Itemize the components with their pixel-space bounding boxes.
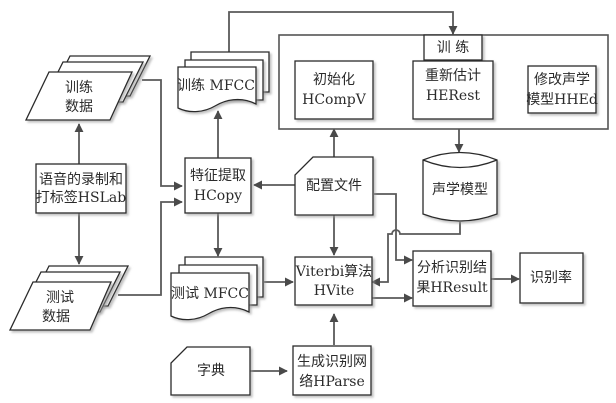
svg-text:训练: 训练 — [65, 80, 93, 96]
node-herest[interactable]: 重新估计 HERest — [412, 60, 494, 120]
svg-text:重新估计: 重新估计 — [425, 68, 481, 84]
node-recog-rate[interactable]: 识别率 — [519, 252, 584, 304]
node-hslab[interactable]: 语音的录制和 打标签HSLab — [35, 163, 127, 214]
edge-test-data-to-hcopy — [118, 197, 183, 296]
svg-text:Viterbi算法: Viterbi算法 — [295, 264, 372, 280]
svg-text:HVite: HVite — [314, 283, 354, 299]
svg-text:声学模型: 声学模型 — [432, 182, 488, 198]
node-hhed[interactable]: 修改声学 模型HHEd — [526, 65, 598, 114]
svg-text:字典: 字典 — [197, 363, 225, 379]
node-config[interactable]: 配置文件 — [294, 156, 374, 216]
training-group-label: 训 练 — [437, 40, 469, 56]
node-hparse[interactable]: 生成识别网 络HParse — [292, 345, 372, 396]
node-hresult[interactable]: 分析识别结 果HResult — [412, 250, 492, 307]
edge-train-mfcc-to-training — [228, 11, 458, 52]
svg-text:生成识别网: 生成识别网 — [297, 354, 367, 370]
svg-text:初始化: 初始化 — [313, 71, 355, 88]
node-hcompv[interactable]: 初始化 HCompV — [294, 60, 374, 120]
node-train-mfcc[interactable]: 训练 MFCC — [177, 51, 270, 113]
edge-model-to-hvite — [371, 222, 461, 287]
node-acoustic-model[interactable]: 声学模型 — [422, 151, 498, 222]
svg-text:测试 MFCC: 测试 MFCC — [171, 286, 249, 302]
svg-text:模型HHEd: 模型HHEd — [526, 92, 598, 108]
node-test-data[interactable]: 测试 数据 — [8, 265, 130, 331]
training-group: 训 练 初始化 HCompV 重新估计 HERest 修改声学 模型HHEd — [278, 34, 609, 130]
svg-text:特征提取: 特征提取 — [190, 168, 246, 184]
edge-train-data-to-hcopy — [142, 79, 183, 191]
node-train-data[interactable]: 训练 数据 — [24, 55, 152, 121]
node-hvite[interactable]: Viterbi算法 HVite — [294, 256, 373, 306]
svg-text:络HParse: 络HParse — [299, 374, 365, 390]
svg-text:训练 MFCC: 训练 MFCC — [177, 78, 255, 94]
svg-text:HERest: HERest — [426, 88, 480, 104]
svg-text:数据: 数据 — [42, 309, 70, 325]
svg-text:测试: 测试 — [46, 290, 74, 306]
svg-text:修改声学: 修改声学 — [534, 72, 590, 88]
svg-text:配置文件: 配置文件 — [306, 178, 362, 194]
svg-text:数据: 数据 — [65, 99, 93, 115]
node-test-mfcc[interactable]: 测试 MFCC — [170, 256, 264, 321]
svg-text:HCopy: HCopy — [194, 188, 242, 204]
svg-text:果HResult: 果HResult — [416, 280, 488, 296]
svg-text:HCompV: HCompV — [302, 92, 367, 108]
svg-text:打标签HSLab: 打标签HSLab — [36, 189, 126, 206]
svg-text:识别率: 识别率 — [530, 269, 572, 286]
svg-text:语音的录制和: 语音的录制和 — [39, 171, 123, 188]
svg-text:分析识别结: 分析识别结 — [417, 260, 487, 276]
node-dictionary[interactable]: 字典 — [170, 346, 251, 396]
node-hcopy[interactable]: 特征提取 HCopy — [184, 157, 252, 214]
edge-config-to-hresult — [374, 193, 413, 265]
